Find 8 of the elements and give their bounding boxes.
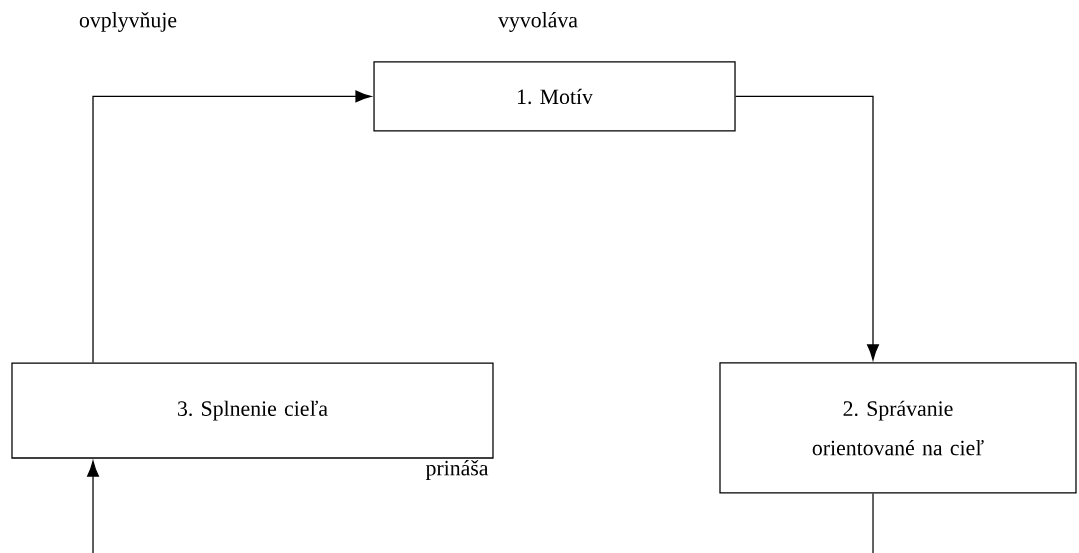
label-text: vyvoláva — [498, 12, 578, 32]
process-box: 1. Motív — [373, 61, 736, 132]
process-box: 2. Správanie orientované na cieľ — [719, 362, 1077, 494]
process-box: 3. Splnenie cieľa — [11, 362, 494, 459]
arrow — [87, 460, 99, 553]
label-text: ovplyvňuje — [79, 12, 177, 32]
arrow — [92, 90, 372, 363]
arrow — [735, 95, 879, 361]
